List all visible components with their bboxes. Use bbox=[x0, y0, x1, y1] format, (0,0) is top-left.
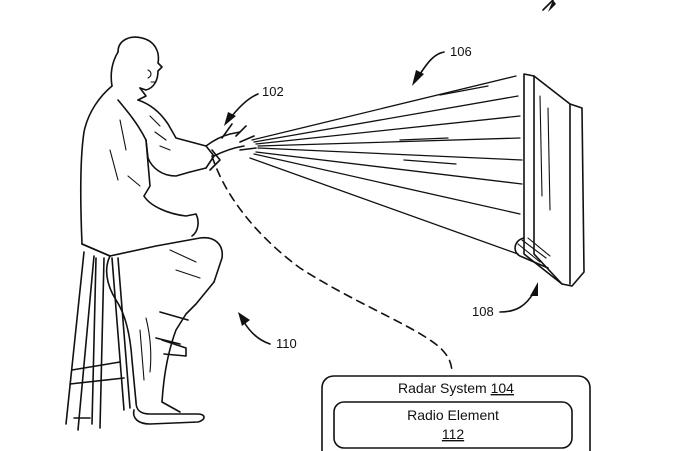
beam-line bbox=[257, 147, 523, 161]
label-108-group: 108 bbox=[472, 282, 538, 319]
label-108: 108 bbox=[472, 304, 494, 319]
seated-person bbox=[79, 36, 257, 425]
label-102-group: 102 bbox=[224, 84, 284, 126]
beam-line bbox=[253, 95, 519, 143]
figure-corner-arrow bbox=[542, 0, 556, 12]
beam-line bbox=[253, 153, 521, 215]
radar-system-box: Radar System 104 Radio Element 112 bbox=[321, 375, 591, 451]
label-110: 110 bbox=[276, 336, 297, 351]
bar-stool bbox=[65, 243, 131, 431]
label-110-group: 110 bbox=[238, 312, 297, 351]
beam-fragment bbox=[403, 159, 457, 165]
radio-element-number: 112 bbox=[442, 426, 465, 442]
label-102: 102 bbox=[262, 84, 284, 99]
display-device bbox=[514, 73, 585, 287]
beam-fragment bbox=[439, 85, 489, 96]
label-106-group: 106 bbox=[412, 44, 472, 86]
radar-system-label: Radar System bbox=[398, 380, 491, 396]
radio-element-box: Radio Element 112 bbox=[333, 401, 573, 449]
radar-beams bbox=[249, 75, 523, 255]
beam-line bbox=[257, 137, 521, 147]
radar-system-title: Radar System 104 bbox=[398, 380, 514, 396]
beam-line bbox=[249, 157, 519, 255]
label-106: 106 bbox=[450, 44, 472, 59]
wireless-link-dashed bbox=[211, 155, 453, 375]
radar-system-number: 104 bbox=[491, 380, 515, 396]
beam-line bbox=[251, 75, 517, 141]
beam-line bbox=[255, 151, 523, 185]
beam-line bbox=[255, 115, 521, 145]
beam-fragment bbox=[399, 137, 449, 141]
radio-element-title: Radio Element bbox=[407, 407, 499, 423]
